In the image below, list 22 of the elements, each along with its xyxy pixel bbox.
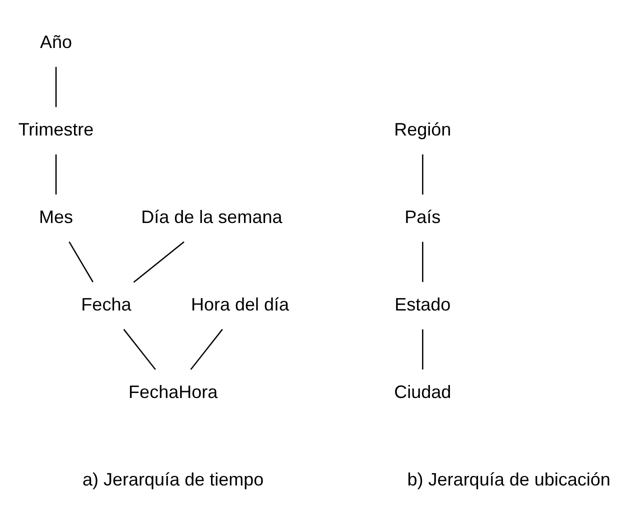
connector (422, 329, 424, 370)
node-text: Año (40, 32, 72, 52)
node-text: FechaHora (128, 382, 218, 402)
node-text: Mes (39, 207, 74, 228)
node-text: Fecha (81, 294, 132, 314)
node-text: País (404, 207, 441, 228)
connector (68, 242, 94, 282)
node-text: Trimestre (18, 120, 94, 140)
node-text: Día de la semana (141, 207, 282, 228)
node-text: Ciudad (394, 382, 452, 402)
node-text: Hora del día (190, 294, 290, 314)
label: b) Jerarquía de ubicación (407, 469, 610, 490)
connector (422, 154, 424, 195)
connector (55, 66, 57, 108)
node-text: Estado (394, 294, 451, 314)
connector (55, 154, 57, 195)
node-text: Región (394, 120, 452, 140)
connector (133, 241, 184, 283)
connector (123, 328, 156, 370)
connector (422, 242, 424, 282)
label: a) Jerarquía de tiempo (82, 469, 264, 490)
connector (190, 328, 223, 370)
